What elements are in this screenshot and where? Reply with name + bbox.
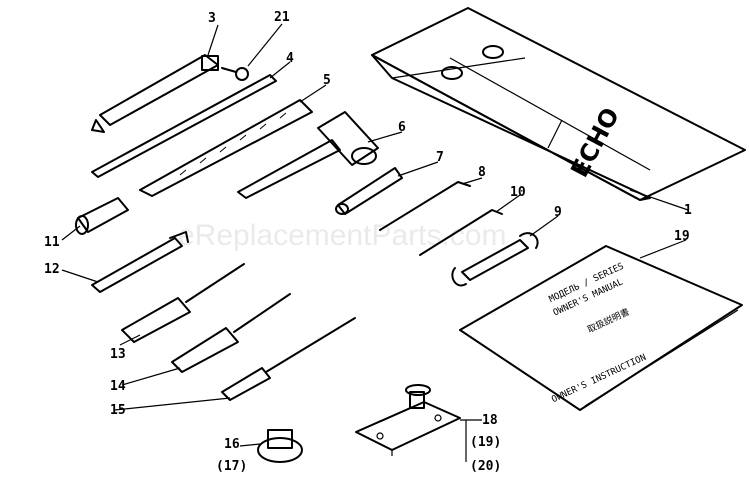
callout-10: 10 xyxy=(510,185,526,200)
callout-17: (17) xyxy=(216,459,247,474)
callout-15: 15 xyxy=(110,403,126,418)
flat-file[interactable] xyxy=(139,99,313,197)
callout-13: 13 xyxy=(110,347,126,362)
callout-8: 8 xyxy=(478,165,486,180)
callout-4: 4 xyxy=(286,51,294,66)
callout-7: 7 xyxy=(436,150,444,165)
callout-3: 3 xyxy=(208,11,216,26)
pouch-brand-text: ECHO xyxy=(565,103,625,182)
plate-with-bolt[interactable] xyxy=(355,384,461,456)
callout-21: 21 xyxy=(274,10,290,25)
callout-1: 1 xyxy=(684,203,692,218)
small-nut[interactable] xyxy=(221,67,249,81)
callout-20: (20) xyxy=(470,459,501,474)
watermark-text: eReplacementParts.com xyxy=(178,219,506,252)
open-end-wrench[interactable] xyxy=(451,232,539,287)
callout-12: 12 xyxy=(44,262,60,277)
callout-19b: (19) xyxy=(470,435,501,450)
nut-and-washer[interactable] xyxy=(257,429,303,463)
owners-manual[interactable]: МОДЕЛЬ / SERIES OWNER'S MANUAL 取扱説明書 OWN… xyxy=(459,245,743,411)
callout-6: 6 xyxy=(398,120,406,135)
manual-line-3: 取扱説明書 xyxy=(585,306,631,336)
t-handle-tool[interactable] xyxy=(91,54,219,133)
callout-labels: 3 21 4 5 6 7 8 10 9 1 19 11 12 13 14 15 … xyxy=(44,10,692,474)
callout-9: 9 xyxy=(554,205,562,220)
tool-pouch[interactable]: ECHO xyxy=(371,7,746,201)
hex-key-large[interactable] xyxy=(379,181,471,231)
bit-handle[interactable] xyxy=(75,197,129,235)
callout-19: 19 xyxy=(674,229,690,244)
screwdriver-small[interactable] xyxy=(221,317,356,401)
combination-tool[interactable] xyxy=(91,231,189,293)
hex-key-small[interactable] xyxy=(419,209,503,256)
screwdriver-medium[interactable] xyxy=(171,293,291,373)
leader-lines xyxy=(61,23,689,462)
callout-5: 5 xyxy=(323,73,331,88)
spark-plug-wrench[interactable] xyxy=(237,111,379,199)
callout-16: 16 xyxy=(224,437,240,452)
callout-11: 11 xyxy=(44,235,60,250)
round-file[interactable] xyxy=(91,74,277,178)
callout-18: 18 xyxy=(482,413,498,428)
screwdriver-large[interactable] xyxy=(121,263,245,343)
callout-14: 14 xyxy=(110,379,126,394)
box-wrench[interactable] xyxy=(335,167,403,215)
